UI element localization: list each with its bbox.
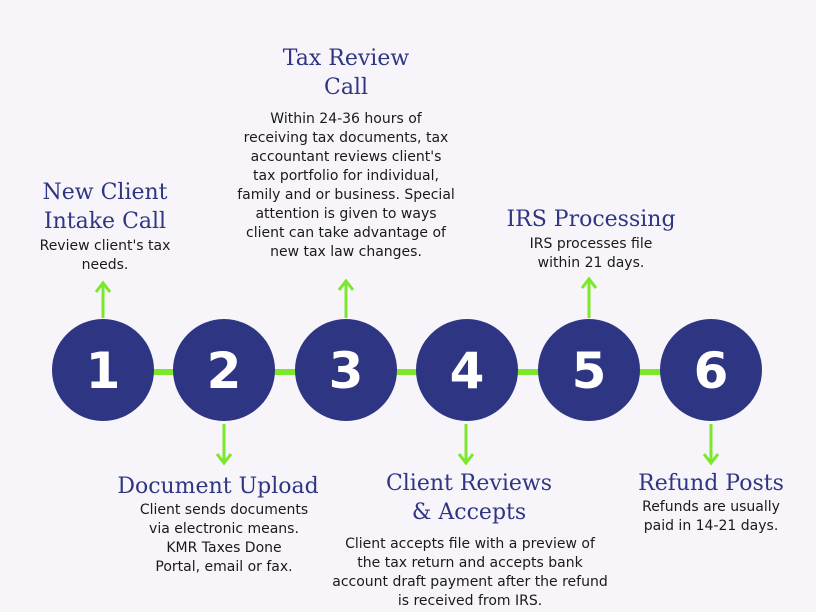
step-2-description: Client sends documents via electronic me… [139,502,309,575]
step-3-circle: 3 [295,319,397,421]
step-5-number: 5 [572,342,607,400]
step-4-circle: 4 [416,319,518,421]
step-4-arrow-head [457,453,475,466]
step-3-arrow-head [337,278,355,291]
step-3-description: Within 24-36 hours of receiving tax docu… [237,111,455,260]
step-1-title: New Client Intake Call [42,180,168,234]
step-4-number: 4 [450,342,485,400]
step-3-number: 3 [329,342,364,400]
step-5-arrow-head [580,276,598,289]
step-6-arrow-head [702,453,720,466]
step-4-description: Client accepts file with a preview of th… [332,536,608,609]
step-1-circle: 1 [52,319,154,421]
step-2-title: Document Upload [117,474,319,499]
step-1-description: Review client's tax needs. [39,238,171,273]
step-2-arrow-head [215,453,233,466]
step-1-number: 1 [86,342,121,400]
step-5-description: IRS processes file within 21 days. [529,236,653,271]
step-6-title: Refund Posts [638,471,784,496]
step-5-circle: 5 [538,319,640,421]
step-6-number: 6 [694,342,729,400]
step-1-arrow-head [94,280,112,293]
step-6-description: Refunds are usually paid in 14-21 days. [642,499,780,534]
step-6-circle: 6 [660,319,762,421]
step-3-title: Tax Review Call [282,46,410,100]
step-5-title: IRS Processing [506,207,676,232]
step-4-title: Client Reviews & Accepts [385,471,553,525]
step-2-number: 2 [207,342,242,400]
step-2-circle: 2 [173,319,275,421]
